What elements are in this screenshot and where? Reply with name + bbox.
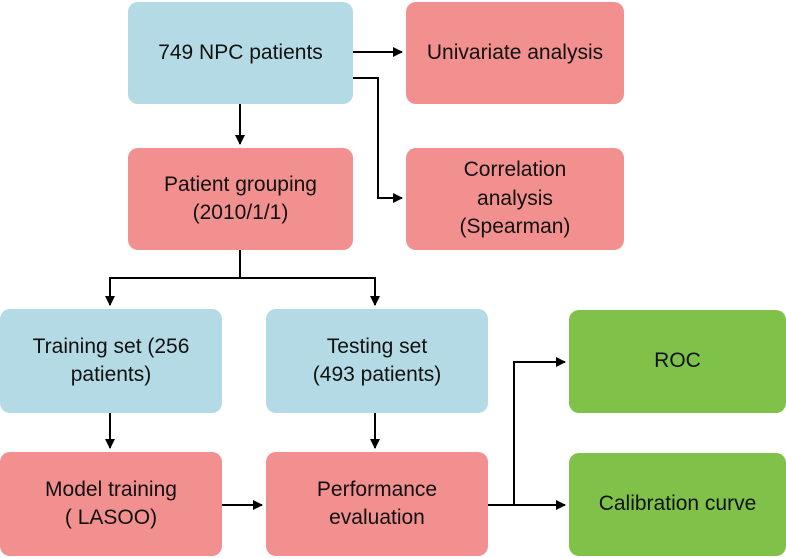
node-npc-patients-text: 749 NPC patients — [158, 40, 323, 64]
node-calibration-curve-text: Calibration curve — [598, 492, 757, 516]
node-correlation-line-1: Correlation — [463, 158, 567, 182]
arrow-grouping-to-testing — [240, 277, 380, 306]
node-training-set-line-2: patients) — [70, 363, 152, 386]
arrow-grouping-to-training — [105, 250, 241, 306]
arrow-patients-to-correlation — [353, 77, 403, 203]
node-patient-grouping-line-2: (2010/1/1) — [192, 201, 289, 224]
node-calibration-curve: Calibration curve — [569, 453, 786, 556]
node-model-training: Model training ( LASOO) — [0, 452, 222, 556]
node-model-training-line-2: ( LASOO) — [64, 506, 158, 529]
node-model-training-line-1: Model training — [45, 477, 177, 501]
node-performance-line-2: evaluation — [329, 506, 425, 529]
node-roc-text: ROC — [654, 349, 701, 373]
node-univariate-analysis-text: Univariate analysis — [426, 40, 604, 64]
node-performance-line-1: Performance — [316, 477, 438, 501]
arrow-performance-to-roc — [488, 357, 566, 506]
node-testing-set-line-2: (493 patients) — [312, 363, 442, 386]
node-correlation-line-2: analysis — [477, 186, 553, 210]
node-testing-set-line-1: Testing set — [326, 334, 428, 358]
node-performance-evaluation: Performance evaluation — [266, 452, 488, 556]
node-patient-grouping-line-1: Patient grouping — [164, 172, 317, 196]
node-univariate-analysis: Univariate analysis — [406, 2, 624, 104]
node-testing-set: Testing set (493 patients) — [266, 309, 488, 413]
node-training-set: Training set (256 patients) — [0, 309, 222, 413]
node-correlation-analysis: Correlation analysis (Spearman) — [406, 148, 624, 250]
node-npc-patients: 749 NPC patients — [128, 2, 353, 104]
node-correlation-line-3: (Spearman) — [459, 215, 571, 239]
node-roc: ROC — [569, 310, 786, 413]
node-patient-grouping: Patient grouping (2010/1/1) — [128, 148, 353, 250]
node-training-set-line-1: Training set (256 — [32, 334, 190, 358]
